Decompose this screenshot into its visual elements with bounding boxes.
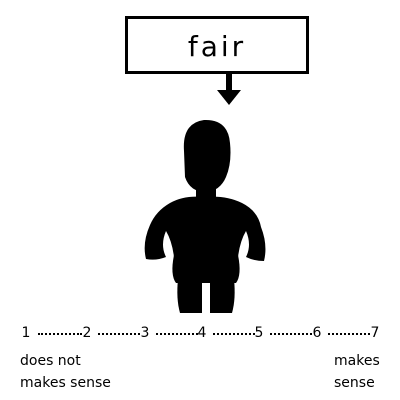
rating-scale: 1 2 3 4 5 6 7 (18, 322, 388, 344)
scale-dots (328, 331, 370, 335)
scale-point-3[interactable]: 3 (140, 325, 150, 341)
person-silhouette-icon (144, 119, 266, 313)
scale-anchor-left-line2: makes sense (20, 375, 111, 391)
scale-dots (98, 331, 140, 335)
scale-point-7[interactable]: 7 (370, 325, 380, 341)
scale-anchor-right-line1: makes (334, 353, 380, 369)
scale-point-6[interactable]: 6 (312, 325, 322, 341)
scale-anchor-right: makes sense (334, 350, 380, 394)
scale-point-2[interactable]: 2 (82, 325, 92, 341)
scale-dots (213, 331, 255, 335)
word-sign: fair (125, 16, 309, 74)
down-arrow-icon (217, 74, 241, 105)
scale-point-5[interactable]: 5 (254, 325, 264, 341)
scale-dots (156, 331, 198, 335)
scale-point-4[interactable]: 4 (197, 325, 207, 341)
sign-word: fair (187, 30, 247, 63)
scale-dots (38, 331, 82, 335)
scale-anchor-right-line2: sense (334, 375, 375, 391)
scale-anchor-left-line1: does not (20, 353, 81, 369)
scale-anchor-left: does not makes sense (20, 350, 111, 394)
scale-dots (270, 331, 312, 335)
scale-point-1[interactable]: 1 (21, 325, 31, 341)
